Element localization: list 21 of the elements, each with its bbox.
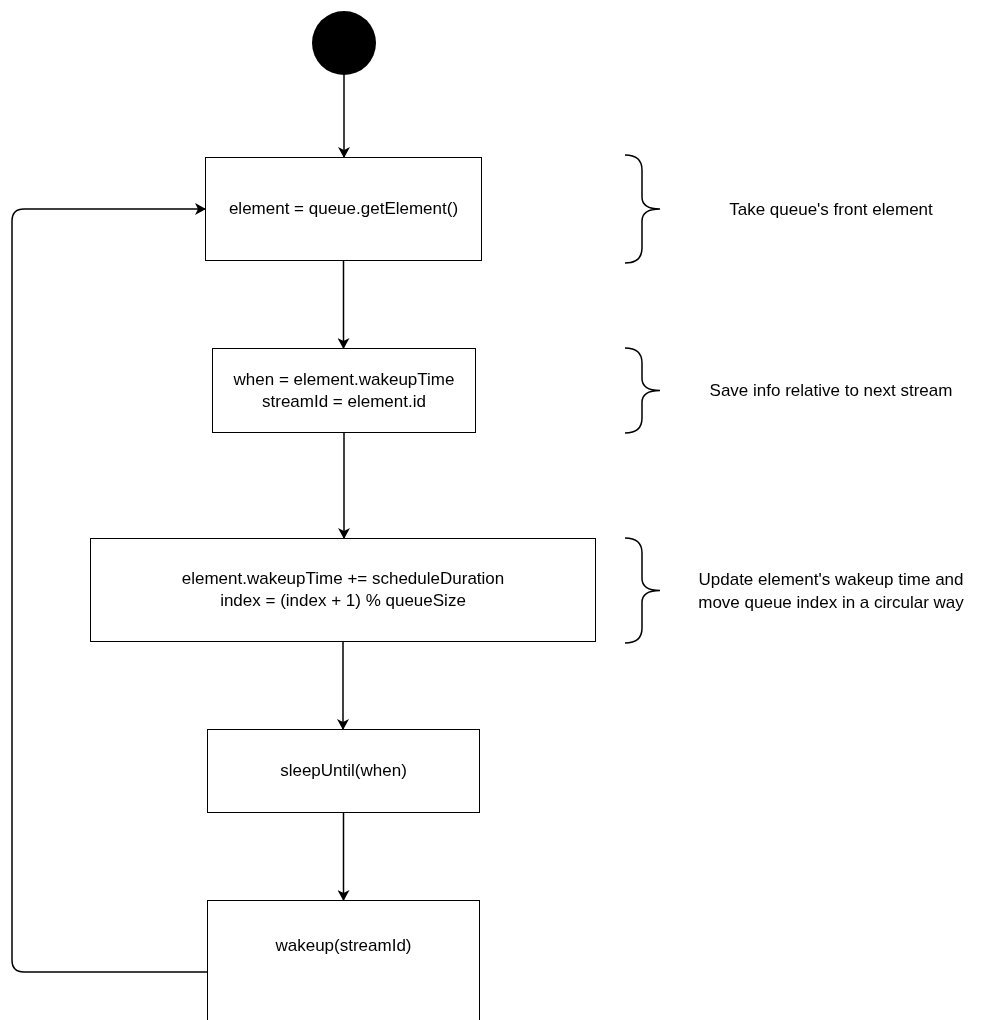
process-box xyxy=(205,157,482,261)
code-text: when = element.wakeupTime xyxy=(233,368,455,391)
code-text: element = queue.getElement() xyxy=(228,198,459,220)
code-text: index = (index + 1) % queueSize xyxy=(220,590,466,612)
arrow xyxy=(337,812,350,901)
annotation-text: Save info relative to next stream xyxy=(709,380,953,402)
arrow xyxy=(338,432,350,539)
annotation-text: Update element's wakeup time and move queue index in a circular way xyxy=(697,568,965,614)
process-box xyxy=(90,538,596,642)
annotation-text: Take queue's front element xyxy=(729,198,933,221)
process-box xyxy=(207,729,480,813)
arrow xyxy=(337,641,349,730)
code-text: sleepUntil(when) xyxy=(280,760,407,782)
process-box xyxy=(207,900,480,1020)
code-text: wakeup(streamId) xyxy=(275,934,412,957)
arrow xyxy=(11,203,208,973)
code-text: element.wakeupTime += scheduleDuration xyxy=(181,568,505,590)
code-text: streamId = element.id xyxy=(262,390,426,413)
process-box xyxy=(212,348,476,433)
arrow xyxy=(338,74,350,158)
arrow xyxy=(337,260,350,349)
